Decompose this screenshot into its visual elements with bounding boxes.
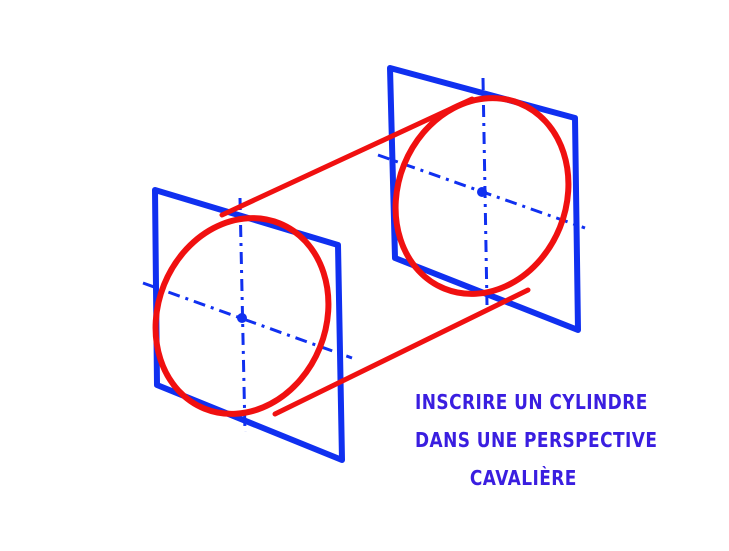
top-generatrix — [219, 96, 475, 218]
back-ellipse — [392, 95, 572, 297]
caption-line-3: CAVALIÈRE — [469, 466, 577, 490]
front-horizontal-axis — [142, 281, 353, 360]
caption-line-1: INSCRIRE UN CYLINDRE — [415, 390, 648, 414]
caption-line-2: DANS UNE PERSPECTIVE — [415, 428, 658, 452]
bottom-generatrix — [272, 287, 531, 417]
front-square — [152, 187, 345, 463]
front-center-point — [237, 313, 247, 323]
caption: INSCRIRE UN CYLINDRE DANS UNE PERSPECTIV… — [415, 383, 658, 497]
front-ellipse — [152, 215, 332, 417]
back-center-point — [477, 187, 487, 197]
